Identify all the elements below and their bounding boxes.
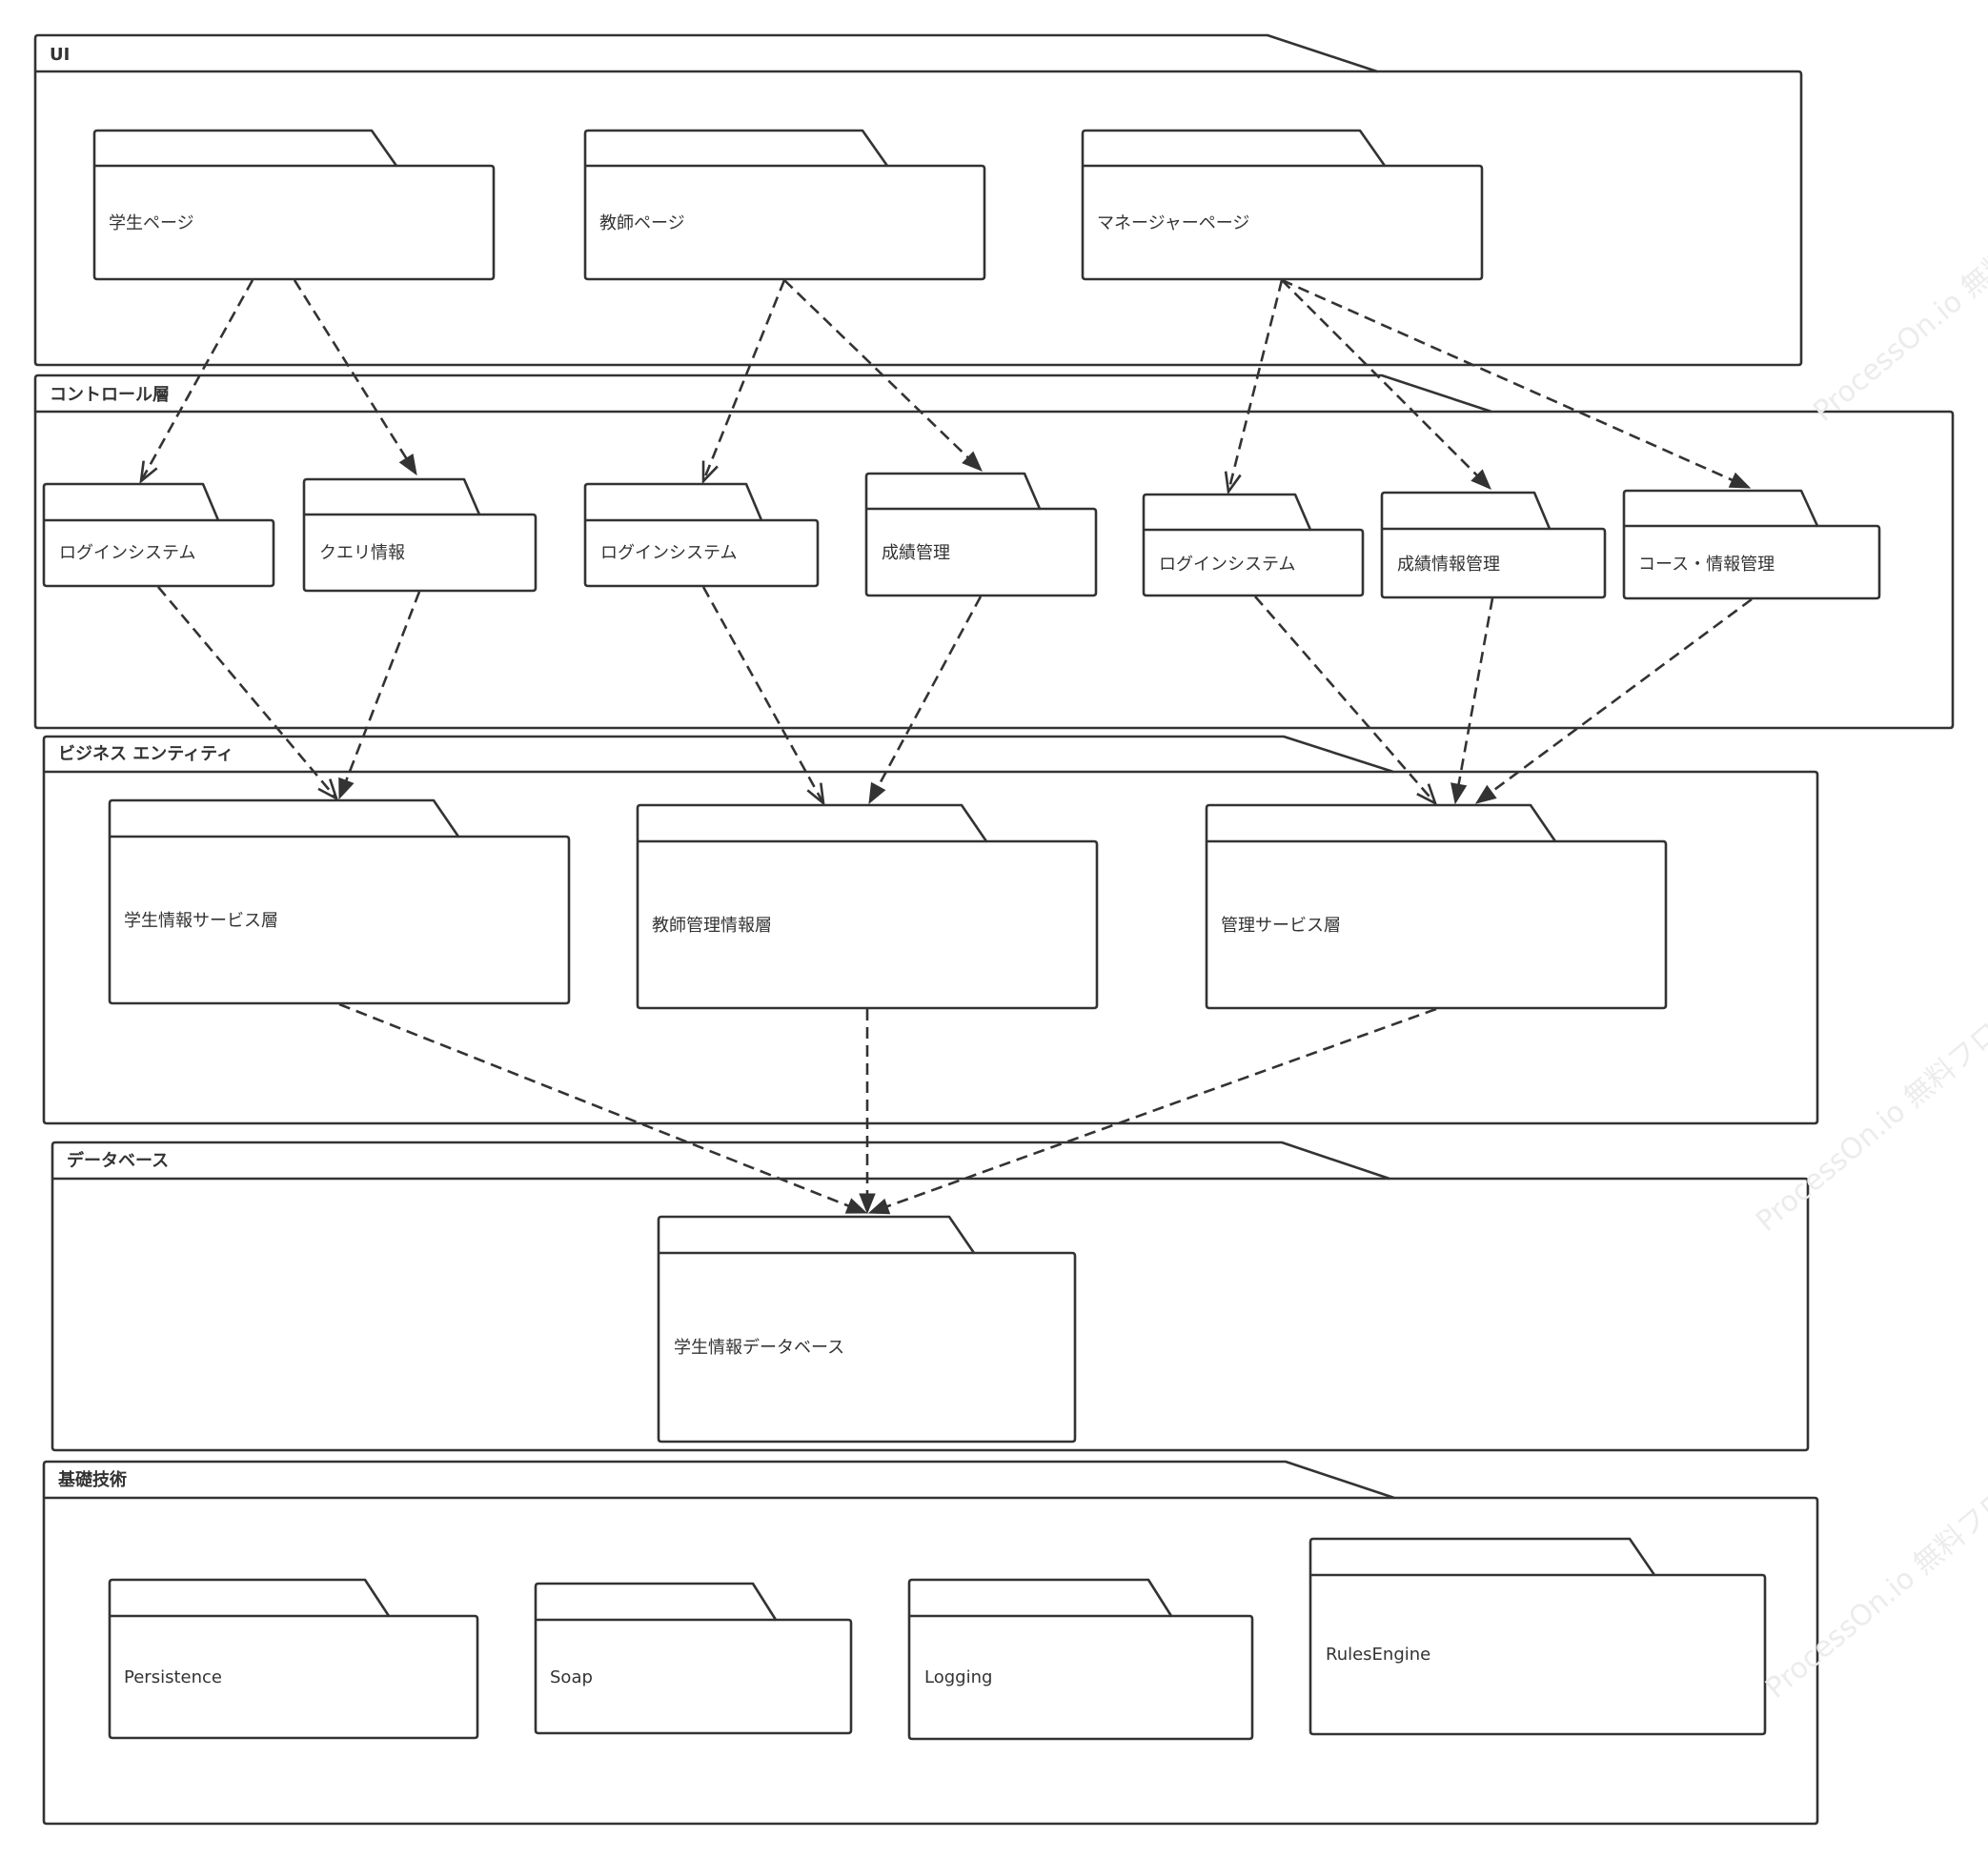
dependency-line	[876, 596, 983, 789]
layer-database-title: データベース	[67, 1150, 169, 1171]
dependency-arrow	[293, 279, 417, 476]
package-rules-engine-label: RulesEngine	[1326, 1645, 1430, 1665]
package-student-db-label: 学生情報データベース	[674, 1338, 844, 1358]
package-student-login[interactable]: ログインシステム	[42, 482, 275, 588]
dependency-arrow	[701, 279, 786, 485]
arrowhead-open	[139, 460, 158, 485]
arrowhead-filled	[1450, 782, 1468, 805]
package-soap-label: Soap	[550, 1667, 593, 1687]
arrowhead-filled	[1728, 472, 1752, 489]
package-student-db[interactable]: 学生情報データベース	[657, 1215, 1077, 1444]
dependency-line	[344, 591, 421, 783]
package-course-info-mgmt[interactable]: コース・情報管理	[1622, 489, 1881, 600]
package-logging[interactable]: Logging	[907, 1578, 1254, 1741]
package-mgmt-service-label: 管理サービス層	[1221, 916, 1341, 936]
layer-foundation-title: 基礎技術	[57, 1469, 127, 1490]
dependency-arrow	[338, 591, 421, 800]
dependency-arrow	[1474, 597, 1753, 804]
dependency-arrow	[1224, 279, 1284, 495]
arrowhead-filled	[844, 1198, 868, 1214]
package-teacher-mgmt[interactable]: 教師管理情報層	[636, 803, 1099, 1010]
arrowhead-filled	[1474, 784, 1497, 804]
package-grade-info-mgmt[interactable]: 成績情報管理	[1380, 491, 1607, 599]
package-manager-page[interactable]: マネージャーページ	[1081, 129, 1484, 281]
dependency-line	[783, 279, 970, 460]
arrowhead-filled	[859, 1193, 876, 1215]
package-manager-login-label: ログインシステム	[1159, 555, 1295, 575]
dependency-arrow	[139, 279, 254, 485]
dependency-arrow	[1254, 596, 1438, 806]
package-mgmt-service[interactable]: 管理サービス層	[1205, 803, 1668, 1010]
package-student-login-label: ログインシステム	[59, 543, 195, 563]
dependency-line	[1227, 279, 1284, 493]
package-course-info-mgmt-label: コース・情報管理	[1638, 555, 1775, 575]
arrowhead-filled	[338, 777, 355, 800]
dependency-line	[1281, 278, 1735, 482]
dependency-arrows	[139, 278, 1753, 1215]
arrowhead-open	[1416, 783, 1438, 806]
dependency-arrow	[1450, 597, 1494, 805]
package-soap[interactable]: Soap	[534, 1582, 853, 1735]
package-grade-info-mgmt-label: 成績情報管理	[1397, 555, 1500, 575]
package-query-info[interactable]: クエリ情報	[302, 477, 538, 593]
arrowhead-open	[1224, 471, 1242, 495]
dependency-line	[338, 1002, 851, 1208]
dependency-arrow	[338, 1002, 868, 1214]
dependency-line	[701, 586, 825, 804]
arrowhead-filled	[962, 451, 983, 472]
package-student-page-label: 学生ページ	[109, 213, 194, 233]
dependency-arrow	[1281, 278, 1752, 489]
package-persistence-label: Persistence	[124, 1667, 222, 1687]
package-student-page[interactable]: 学生ページ	[92, 129, 496, 281]
layer-business-title: ビジネス エンティティ	[58, 744, 233, 764]
package-manager-page-label: マネージャーページ	[1097, 213, 1249, 233]
package-logging-label: Logging	[924, 1667, 992, 1687]
package-rules-engine[interactable]: RulesEngine	[1308, 1537, 1767, 1736]
package-teacher-login-label: ログインシステム	[600, 543, 737, 563]
dependency-arrow	[867, 1007, 1437, 1215]
package-teacher-page-label: 教師ページ	[599, 213, 685, 233]
package-grade-mgmt-label: 成績管理	[882, 543, 950, 563]
package-teacher-login[interactable]: ログインシステム	[583, 482, 820, 588]
dependency-line	[139, 279, 254, 482]
dependency-arrow	[859, 1009, 876, 1215]
package-student-service-label: 学生情報サービス層	[124, 911, 278, 931]
arrowhead-open	[701, 460, 719, 485]
dependency-arrow	[157, 586, 339, 801]
package-manager-login[interactable]: ログインシステム	[1142, 493, 1365, 597]
layer-control-title: コントロール層	[50, 385, 170, 405]
package-teacher-page[interactable]: 教師ページ	[583, 129, 986, 281]
arrowhead-filled	[867, 1198, 891, 1215]
package-persistence[interactable]: Persistence	[108, 1578, 479, 1740]
dependency-line	[157, 586, 337, 799]
package-query-info-label: クエリ情報	[319, 543, 405, 563]
dependency-arrow	[868, 596, 983, 805]
dependency-arrow	[783, 279, 983, 472]
arrowhead-filled	[868, 781, 886, 805]
arrowhead-open	[806, 782, 825, 807]
package-student-service[interactable]: 学生情報サービス層	[108, 798, 571, 1005]
dependency-arrow	[701, 586, 825, 807]
dependency-line	[1281, 279, 1480, 478]
dependency-line	[884, 1007, 1437, 1209]
package-grade-mgmt[interactable]: 成績管理	[864, 472, 1098, 597]
arrowhead-filled	[398, 453, 417, 476]
layer-ui-title: UI	[50, 45, 70, 65]
dependency-line	[1254, 596, 1436, 804]
arrowhead-filled	[1471, 469, 1491, 490]
arrowhead-open	[317, 778, 339, 801]
dependency-arrow	[1281, 279, 1491, 490]
package-teacher-mgmt-label: 教師管理情報層	[652, 916, 772, 936]
dependency-line	[1456, 597, 1494, 787]
